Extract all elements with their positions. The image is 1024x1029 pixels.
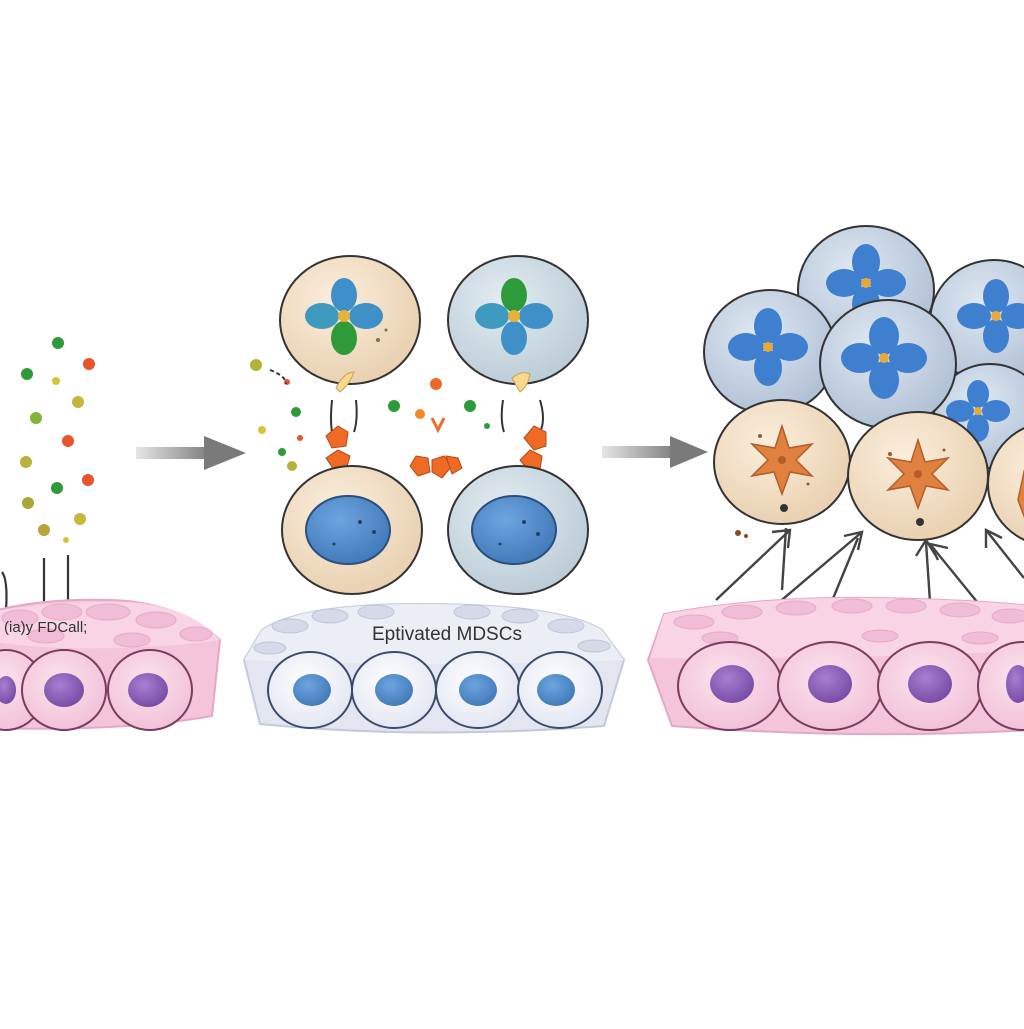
activated-mdsc-cell-grey: [447, 465, 589, 595]
panel-2-tissue-label: Eptivated MDSCs: [372, 624, 522, 645]
cream-mdsc-cell: [987, 427, 1024, 541]
epithelial-tissue-pink-1: (ia)y FDCall;: [0, 598, 222, 731]
cream-mdsc-cell: [847, 411, 989, 541]
epithelial-tissue-blue: Eptivated MDSCs: [242, 602, 626, 734]
blue-mdsc-cell: [703, 289, 837, 415]
right-arrow-icon: [136, 436, 246, 470]
four-lobe-nucleus-icon: [841, 317, 927, 399]
cytokine-cluster: [325, 425, 547, 479]
epithelial-tissue-pink-3: [646, 596, 1024, 736]
blue-mdsc-cell: [819, 299, 957, 429]
four-lobe-nucleus-icon: [957, 279, 1024, 353]
epithelial-cell-row-1: [0, 649, 193, 731]
four-lobe-nucleus-icon: [475, 278, 553, 355]
epithelial-cell-row-3: [677, 641, 1024, 731]
four-lobe-nucleus-icon: [946, 380, 1010, 442]
secreted-factor-dots: [20, 337, 95, 543]
cream-mdsc-cell: [713, 399, 851, 525]
mdsc-precursor-cell-cream: [279, 255, 421, 393]
mdsc-precursor-cell-grey: [447, 255, 589, 393]
four-lobe-nucleus-icon: [728, 308, 808, 386]
right-arrow-icon: [602, 436, 708, 468]
four-lobe-nucleus-icon: [305, 278, 383, 355]
panel-3-expansion: [646, 225, 1024, 736]
epithelial-cell-row-2: [267, 651, 603, 729]
panel-1-resting: (ia)y FDCall;: [0, 337, 222, 731]
panel-1-tissue-label: (ia)y FDCall;: [4, 619, 87, 636]
activated-mdsc-cell-cream: [281, 465, 423, 595]
panel-2-dots: [250, 354, 490, 471]
panel-2-activation: Eptivated MDSCs: [242, 255, 626, 734]
